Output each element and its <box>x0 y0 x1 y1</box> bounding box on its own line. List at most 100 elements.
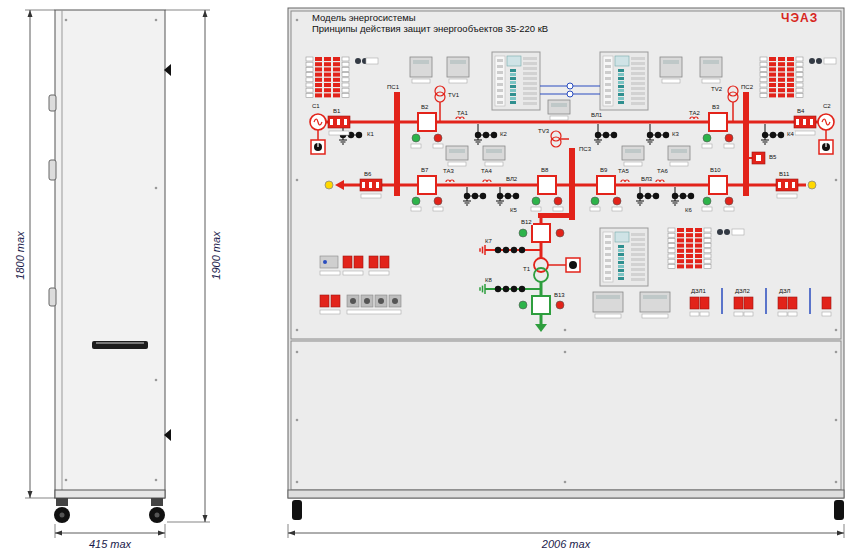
relay-device <box>668 146 690 160</box>
current-transformer <box>446 180 454 182</box>
switch-box <box>709 113 727 131</box>
dimension-arrow <box>158 531 165 536</box>
terminal-switch <box>760 57 767 61</box>
terminal-slot <box>523 77 537 80</box>
green-lamp <box>412 197 420 205</box>
extension-line <box>25 10 55 11</box>
terminal-switch <box>333 67 340 71</box>
terminal-switch <box>686 233 693 237</box>
device-label: ТА3 <box>442 168 455 174</box>
terminal-slot <box>631 248 645 251</box>
terminal-led <box>618 277 624 280</box>
indicator <box>809 58 815 64</box>
terminal-switch <box>668 228 675 232</box>
terminal-key <box>497 77 503 80</box>
terminal-switch <box>677 244 684 248</box>
relay-window <box>643 295 667 299</box>
line-arrow <box>535 324 547 332</box>
terminal-switch <box>668 244 675 248</box>
terminal-switch <box>668 238 675 242</box>
generator-symbol <box>818 114 834 130</box>
terminal-slot <box>631 253 645 256</box>
wheel-hub <box>60 513 65 518</box>
circuit-breaker <box>354 256 363 268</box>
device-label: ПС1 <box>386 84 400 90</box>
screw <box>155 19 158 22</box>
relay-window <box>413 60 429 64</box>
terminal-key <box>497 71 503 74</box>
earth-symbol <box>648 142 653 143</box>
earth-symbol <box>496 201 504 202</box>
device-label: В9 <box>599 167 608 173</box>
circuit-breaker <box>700 297 709 309</box>
terminal-switch <box>315 57 322 61</box>
socket-hole <box>392 298 398 304</box>
terminal-slot <box>631 258 645 261</box>
earth-symbol <box>484 245 486 255</box>
current-transformer <box>483 180 491 182</box>
voltage-transformer <box>551 131 561 141</box>
terminal-switch <box>315 67 322 71</box>
switch-box <box>532 224 550 242</box>
voltage-transformer <box>728 86 738 96</box>
earthing-switch <box>778 132 784 138</box>
terminal-slot <box>631 97 645 100</box>
terminal-key <box>605 95 611 98</box>
breaker-pole <box>756 155 761 161</box>
earth-symbol <box>671 201 679 202</box>
device-label: ТА6 <box>656 168 669 174</box>
terminal-switch <box>796 73 803 77</box>
breaker-pole <box>796 119 799 125</box>
communication-node <box>567 91 573 97</box>
terminal-key <box>605 277 611 280</box>
extension-line <box>165 524 166 538</box>
name-plate <box>449 79 467 83</box>
terminal-switch <box>778 78 785 82</box>
screw <box>296 179 299 182</box>
device-label: К5 <box>509 207 518 213</box>
terminal-slot <box>523 72 537 75</box>
terminal-switch <box>778 83 785 87</box>
terminal-switch <box>695 233 702 237</box>
handle <box>92 341 148 349</box>
terminal-switch <box>306 78 313 82</box>
voltage-transformer <box>728 92 738 102</box>
circuit-breaker <box>744 297 753 309</box>
terminal-switch <box>695 238 702 242</box>
mimic-panel <box>291 11 841 339</box>
terminal-key <box>497 65 503 68</box>
green-lamp <box>703 197 711 205</box>
terminal-slot <box>631 273 645 276</box>
earth-symbol <box>474 140 482 141</box>
earth-symbol <box>484 284 486 294</box>
terminal-switch <box>769 83 776 87</box>
earth-symbol <box>479 287 481 291</box>
earth-symbol <box>646 140 654 141</box>
terminal-switch <box>342 78 349 82</box>
name-plate <box>744 312 753 316</box>
relay-window <box>671 149 687 153</box>
terminal-switch <box>306 67 313 71</box>
device-label: В5 <box>768 154 777 160</box>
device-label: В4 <box>796 108 805 114</box>
terminal-slot <box>631 82 645 85</box>
switch-box <box>418 113 436 131</box>
name-plate <box>329 131 349 135</box>
name-plate <box>343 271 363 275</box>
name-plate <box>412 79 430 83</box>
breaker-pole <box>778 182 781 188</box>
dimension-label: 1800 max <box>15 231 26 279</box>
device-label: ТА4 <box>480 168 493 174</box>
device-label: ПС3 <box>578 146 592 152</box>
terminal-switch <box>760 83 767 87</box>
plinth <box>288 490 844 498</box>
relay-window <box>663 60 679 64</box>
name-plate <box>824 58 836 64</box>
dimension-arrow <box>28 491 33 498</box>
terminal-switch <box>668 264 675 268</box>
terminal-switch <box>760 73 767 77</box>
wheel-bracket <box>56 498 68 506</box>
name-plate <box>612 207 622 211</box>
terminal-switch <box>342 88 349 92</box>
device-label: В8 <box>540 167 549 173</box>
